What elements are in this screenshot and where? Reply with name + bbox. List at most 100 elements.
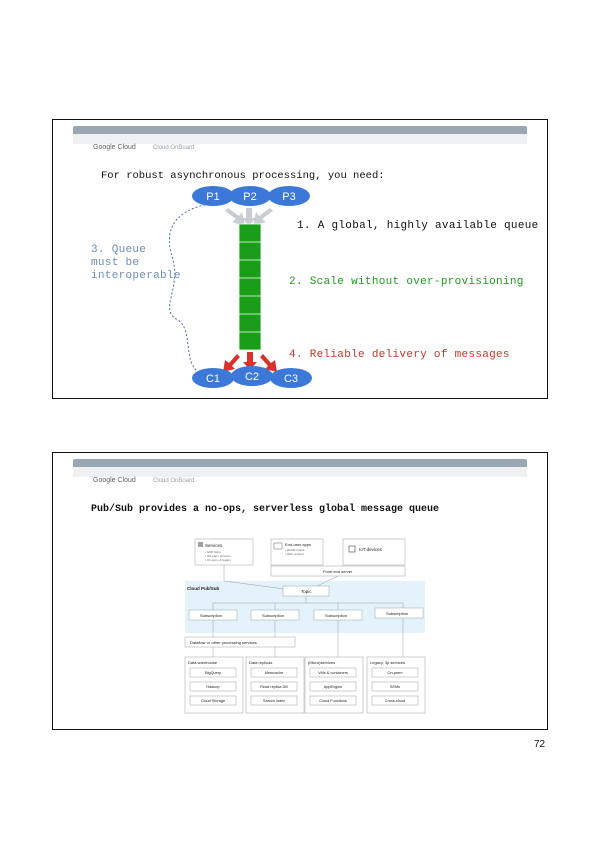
destination-item-label: On-prem [388, 671, 403, 675]
pubsub-label: Cloud Pub/Sub [187, 586, 219, 591]
enduser-item-1: • Mobile native [285, 548, 305, 552]
queue-diagram: P1 P2 P3 C1 C2 C3 [168, 186, 312, 388]
slide-pubsub-overview: Google Cloud Cloud OnBoard Pub/Sub provi… [52, 452, 548, 730]
destination-item-label: Search index [263, 699, 285, 703]
destination-item-box [250, 681, 298, 692]
arrow-c1-out [223, 354, 240, 372]
arrow-p3-in [253, 208, 273, 226]
slide2-gutter [58, 482, 66, 722]
google-cloud-logo: Google Cloud [93, 477, 136, 484]
destination-item-label: Cloud Storage [201, 699, 225, 703]
destination-item-box [189, 667, 237, 678]
consumer-node-c3 [270, 368, 312, 388]
destination-item-box [250, 695, 298, 706]
destination-item-box [309, 695, 357, 706]
slide-title: For robust asynchronous processing, you … [101, 170, 385, 182]
point-reliable-delivery: 4. Reliable delivery of messages [289, 349, 510, 361]
outgoing-arrows [223, 352, 277, 372]
destination-column-title: (Micro)services [308, 660, 335, 665]
cloud-onboard-label: Cloud OnBoard [153, 145, 195, 151]
producer-nodes: P1 P2 P3 [192, 186, 310, 206]
destination-column-title: Data warehouse [188, 660, 218, 665]
producer-label-p1: P1 [206, 191, 219, 203]
arrow-c3-out [260, 354, 277, 372]
destination-item-label: Read replica DB [260, 685, 288, 689]
destination-column-title: Legacy, 3p services [370, 660, 405, 665]
services-item-3: • On-prem & legacy [205, 558, 232, 562]
destination-item-box [371, 681, 419, 692]
arrow-p2-in [242, 208, 256, 226]
cloud-onboard-label: Cloud OnBoard [153, 478, 195, 484]
subscription-label-3: Subscription [325, 613, 347, 618]
point-global-queue: 1. A global, highly available queue [297, 220, 539, 232]
subscription-connectors [212, 618, 404, 657]
dataflow-label: Dataflow or other processing services [190, 640, 257, 645]
subscription-label-4: Subscription [386, 611, 408, 616]
point-scale: 2. Scale without over-provisioning [289, 276, 524, 288]
point-interop-line2: must be [91, 257, 140, 269]
subscription-label-2: Subscription [262, 613, 284, 618]
interop-dashed-curve [168, 202, 214, 373]
enduser-box [270, 538, 324, 566]
consumer-label-c3: C3 [284, 373, 298, 385]
destination-item-label: Cross-cloud [385, 699, 405, 703]
destination-item-label: SEMs [390, 685, 400, 689]
arrow-c2-out [243, 352, 257, 370]
producer-node-p3 [268, 186, 310, 206]
dataflow-box [184, 636, 296, 648]
destination-item-label: BigQuery [205, 671, 221, 675]
destination-item-box [189, 681, 237, 692]
producer-label-p3: P3 [282, 191, 295, 203]
iot-label: IoT devices [359, 547, 383, 552]
pubsub-architecture-diagram: Cloud Pub/Sub Services • GCP Apps • 3rd-… [184, 538, 426, 714]
point-interop-line1: 3. Queue [91, 244, 147, 256]
arrow-p1-in [225, 208, 245, 226]
enduser-title: End-user apps [285, 542, 311, 547]
services-item-1: • GCP Apps [205, 550, 221, 554]
services-title: Services [205, 543, 223, 548]
consumer-label-c2: C2 [245, 371, 259, 383]
source-connectors [223, 565, 339, 590]
services-box [194, 538, 254, 566]
destination-item-box [309, 681, 357, 692]
destination-item-box [189, 695, 237, 706]
destination-item-label: AppEngine [324, 685, 343, 689]
slide-top-bar [73, 126, 527, 134]
slide-title: Pub/Sub provides a no-ops, serverless gl… [91, 504, 440, 515]
producer-node-p2 [229, 186, 271, 206]
subscription-label-1: Subscription [200, 613, 222, 618]
enduser-icon [273, 542, 283, 550]
incoming-arrows [225, 208, 273, 226]
chip-icon [348, 545, 356, 553]
producer-node-p1 [192, 186, 234, 206]
destination-item-box [250, 667, 298, 678]
google-cloud-logo: Google Cloud [93, 144, 136, 151]
page-number: 72 [534, 739, 546, 750]
slide-top-bar [73, 459, 527, 467]
slide1-gutter [58, 150, 66, 390]
consumer-node-c2 [231, 366, 273, 386]
slide-robust-processing: Google Cloud Cloud OnBoard For robust as… [52, 119, 548, 399]
message-queue [238, 223, 262, 351]
destination-item-box [371, 667, 419, 678]
producer-label-p2: P2 [243, 191, 256, 203]
destination-item-label: Hadoop [206, 685, 219, 689]
destination-item-label: VMs & containers [318, 671, 348, 675]
frontend-label: Front end server [323, 569, 353, 574]
destination-item-label: Cloud Functions [319, 699, 347, 703]
destination-item-label: Memcache [265, 671, 284, 675]
subscription-box-4 [374, 607, 424, 619]
enduser-item-2: • Web content [285, 552, 304, 556]
destination-item-box [371, 695, 419, 706]
slide-header-band [73, 134, 527, 144]
services-icon [198, 542, 203, 547]
services-item-2: • 3rd-party services [205, 554, 231, 558]
slide-header-band [73, 467, 527, 477]
consumer-nodes: C1 C2 C3 [192, 366, 312, 388]
destination-item-box [309, 667, 357, 678]
consumer-node-c1 [192, 368, 234, 388]
point-interop-line3: interoperable [91, 270, 181, 282]
topic-label: Topic [301, 589, 312, 594]
consumer-label-c1: C1 [206, 373, 220, 385]
